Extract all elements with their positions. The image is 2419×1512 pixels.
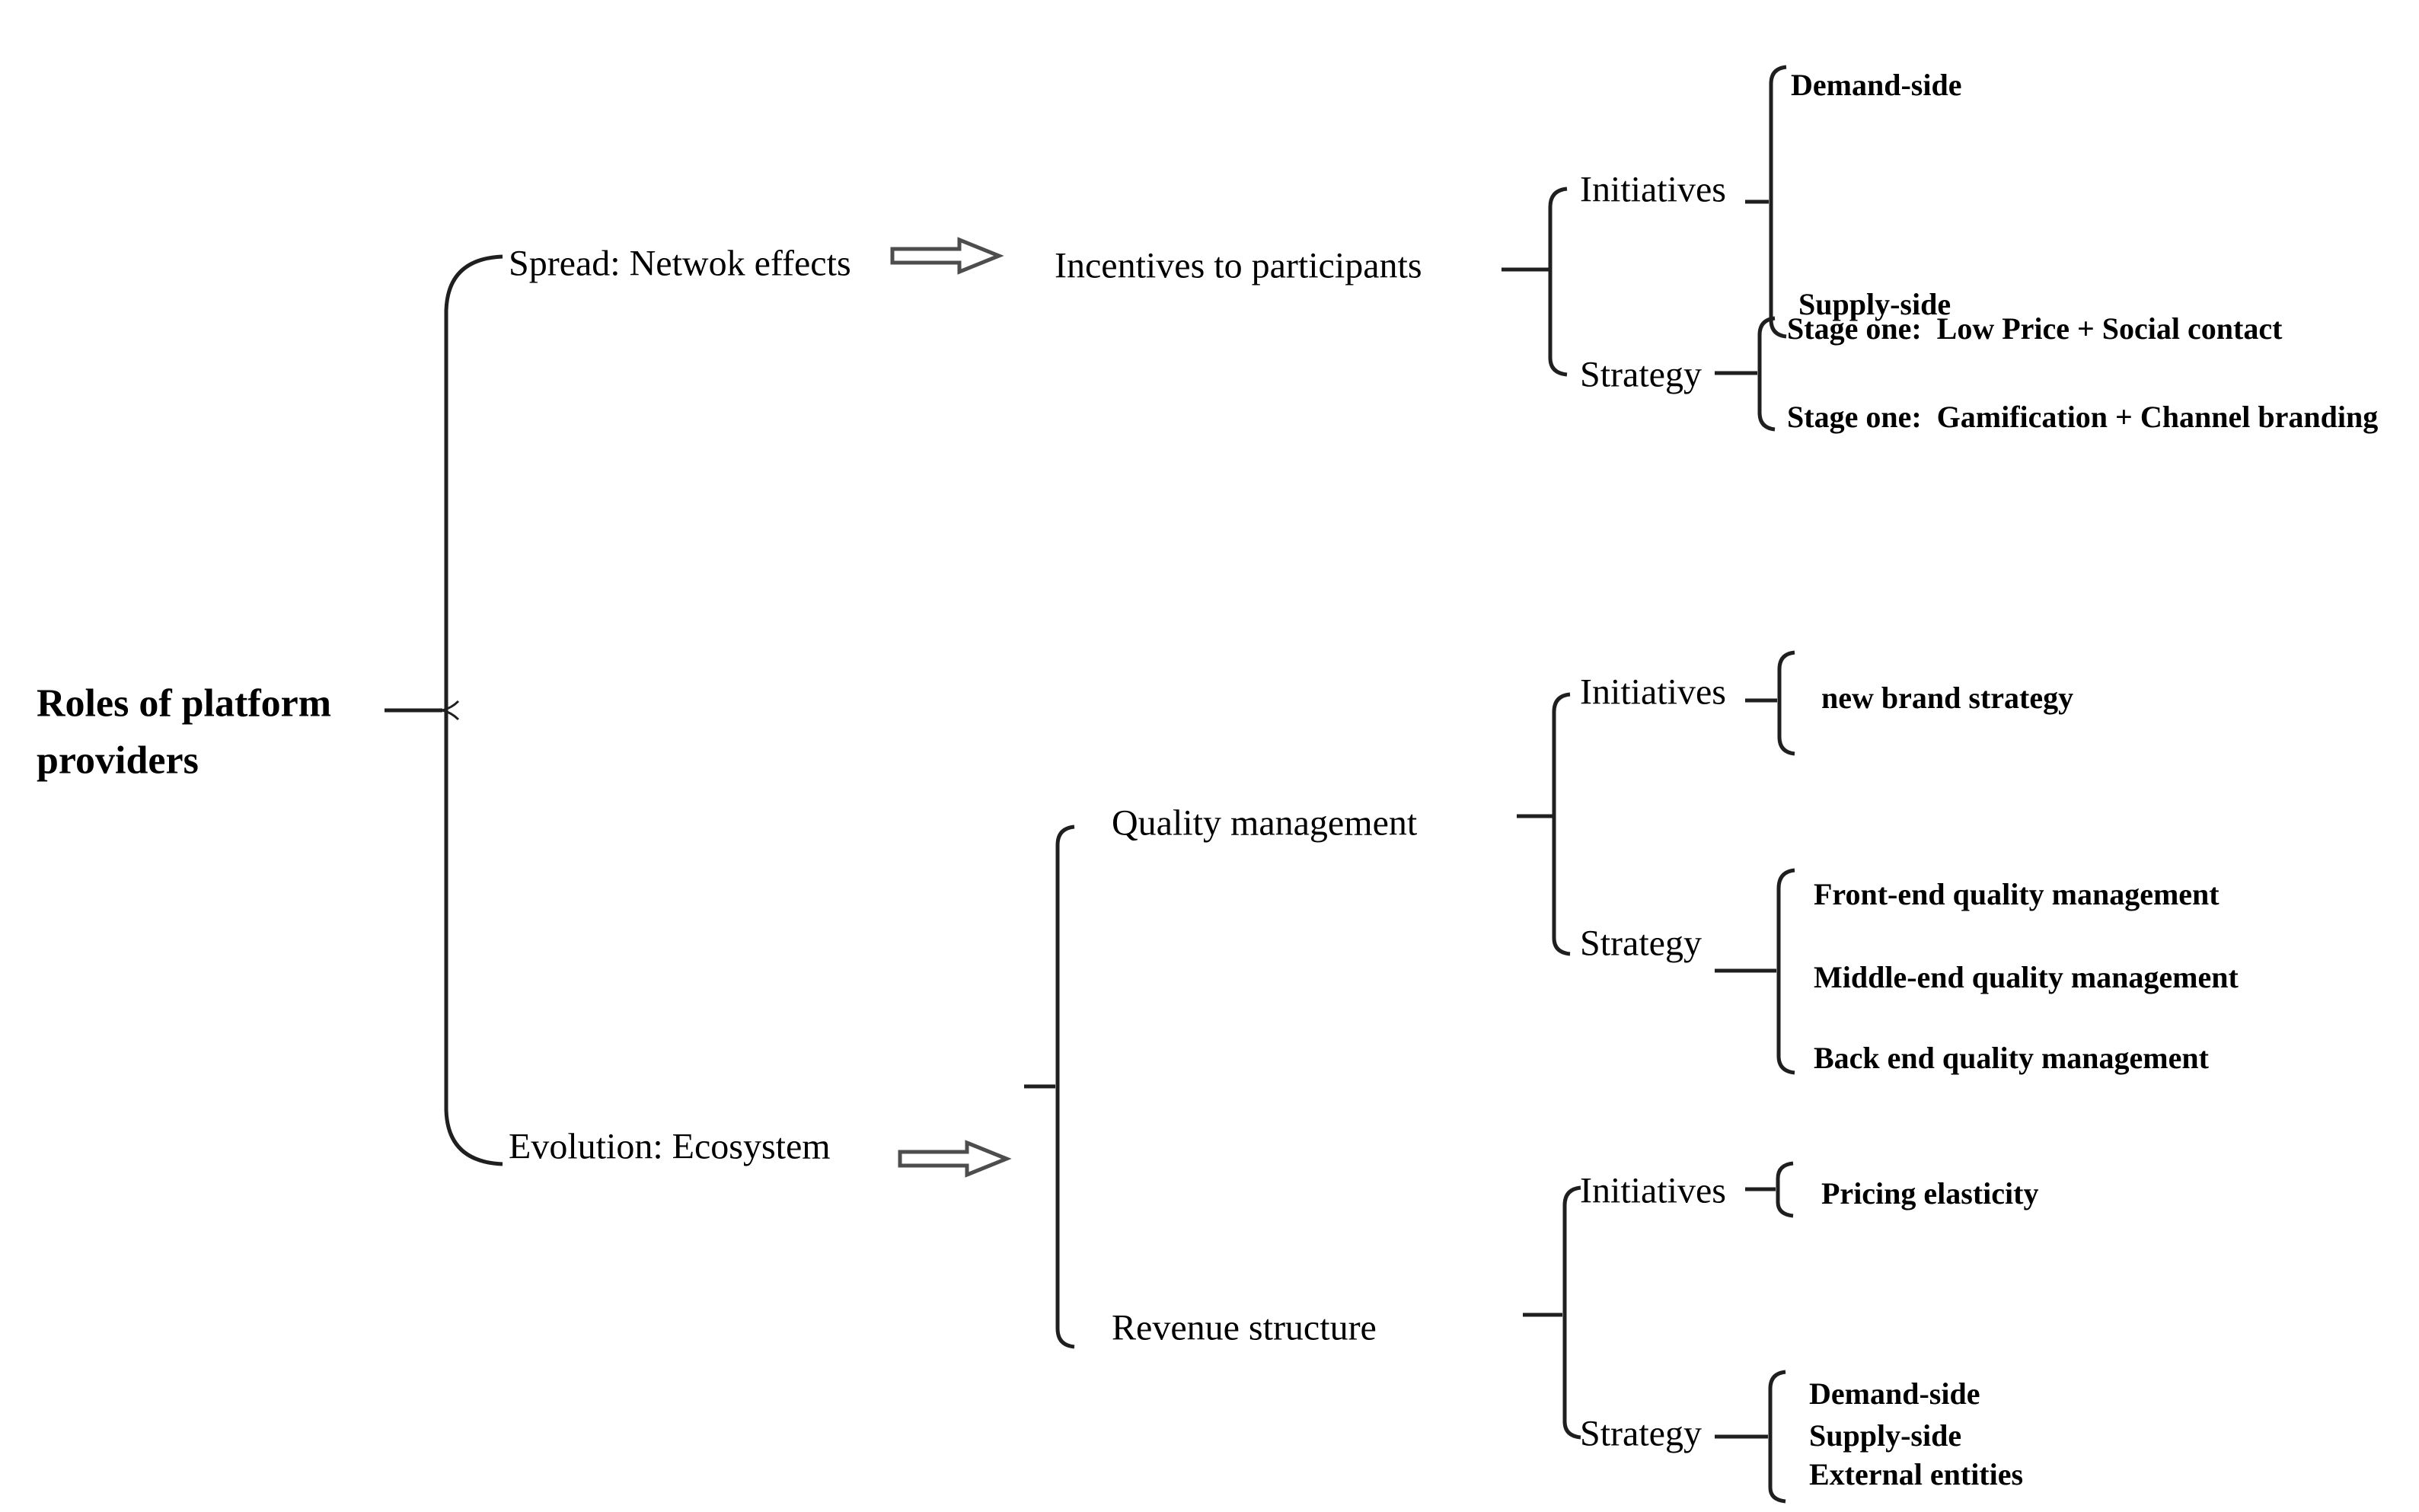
quality-bracket [1552,692,1571,956]
spread-strategy-label: Strategy [1580,354,1702,395]
revenue-initiatives-label: Initiatives [1580,1170,1726,1211]
quality-strategy-item: Front-end quality management [1814,877,2220,911]
spread-strategy-item: Stage one: Low Price + Social contact [1787,311,2283,346]
root-node-label: Roles of platform providers [37,681,332,783]
initiatives-a-bracket [1769,65,1787,339]
quality-strategy-item: Middle-end quality management [1814,960,2239,994]
revenue-strategy-item: Supply-side [1809,1418,1962,1453]
branch-evolution-label: Evolution: Ecosystem [509,1126,831,1167]
quality-strategy-item: Back end quality management [1814,1041,2209,1075]
node-quality-label: Quality management [1112,802,1418,844]
revenue-strategy-item: External entities [1809,1457,2024,1491]
spread-initiatives-item: Supply-side [1798,287,1951,321]
root-bracket [444,254,503,1166]
strategy-a-bracket [1757,316,1776,432]
spread-initiatives-item: Demand-side [1791,68,1962,102]
spread-strategy-item: Stage one: Gamification + Channel brandi… [1787,400,2379,434]
quality-initiatives-item: new brand strategy [1821,681,2074,715]
root-junction-flare [442,700,460,721]
quality-initiatives-bracket [1777,650,1795,756]
revenue-strategy-item: Demand-side [1809,1376,1980,1411]
quality-strategy-bracket [1776,868,1795,1075]
node-incentives-label: Incentives to participants [1055,245,1422,286]
incentives-bracket [1548,187,1568,377]
quality-strategy-label: Strategy [1580,923,1702,964]
branch-spread-label: Spread: Netwok effects [509,243,851,284]
hollow-right-arrow-evolution [898,1140,1012,1178]
evolution-bracket [1055,825,1075,1349]
hollow-right-arrow-spread [890,237,1004,275]
quality-initiatives-label: Initiatives [1580,671,1726,713]
revenue-bracket [1562,1185,1581,1440]
revenue-initiatives-item: Pricing elasticity [1821,1176,2039,1211]
revenue-strategy-label: Strategy [1580,1413,1702,1454]
spread-initiatives-label: Initiatives [1580,169,1726,210]
revenue-strategy-bracket [1768,1370,1786,1504]
revenue-initiatives-bracket [1776,1161,1794,1218]
node-revenue-label: Revenue structure [1112,1307,1377,1348]
